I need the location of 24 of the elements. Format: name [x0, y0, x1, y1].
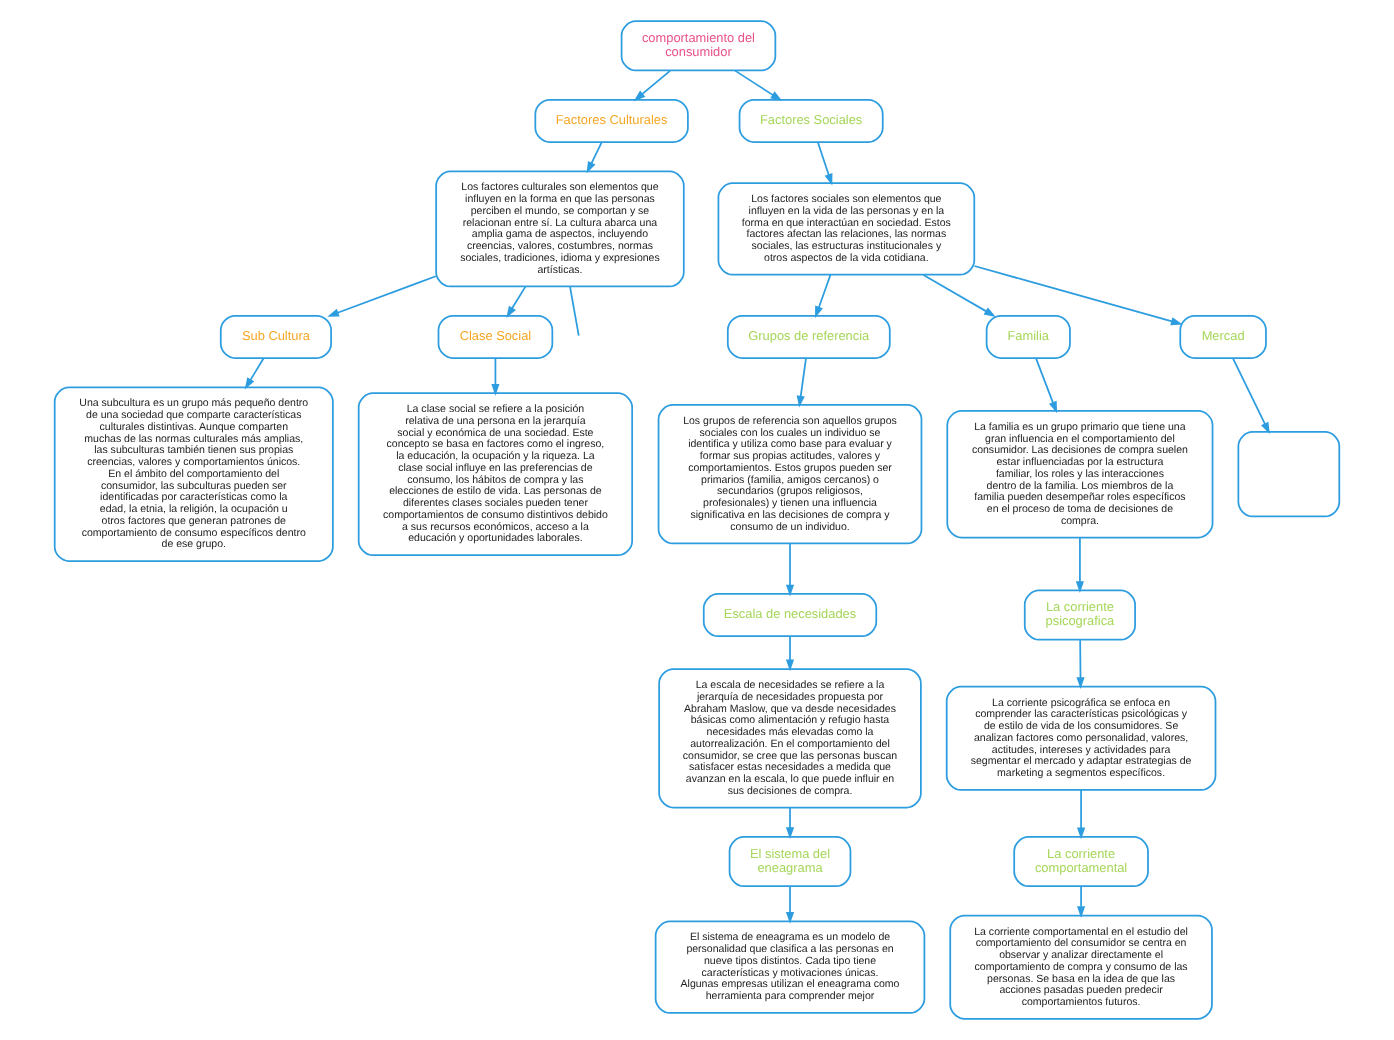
arrow [1076, 639, 1085, 689]
arrow [815, 274, 832, 319]
connector [569, 285, 580, 337]
arrow [1035, 357, 1058, 414]
node-box [1237, 431, 1341, 518]
arrow [327, 275, 437, 317]
arrow [817, 141, 833, 186]
arrow [491, 357, 500, 396]
arrow [785, 542, 795, 597]
arrow [1232, 357, 1270, 435]
arrow [796, 357, 807, 408]
arrow [1077, 789, 1086, 840]
arrow [506, 285, 527, 318]
arrow [734, 69, 783, 102]
arrow [973, 265, 1183, 326]
arrow [633, 69, 671, 102]
arrow [586, 141, 603, 174]
arrow [785, 635, 795, 672]
arrow [785, 885, 795, 924]
arrow [244, 357, 265, 390]
arrow [785, 806, 795, 840]
arrow [1075, 536, 1085, 593]
arrow [1077, 885, 1086, 918]
arrow [922, 274, 996, 317]
